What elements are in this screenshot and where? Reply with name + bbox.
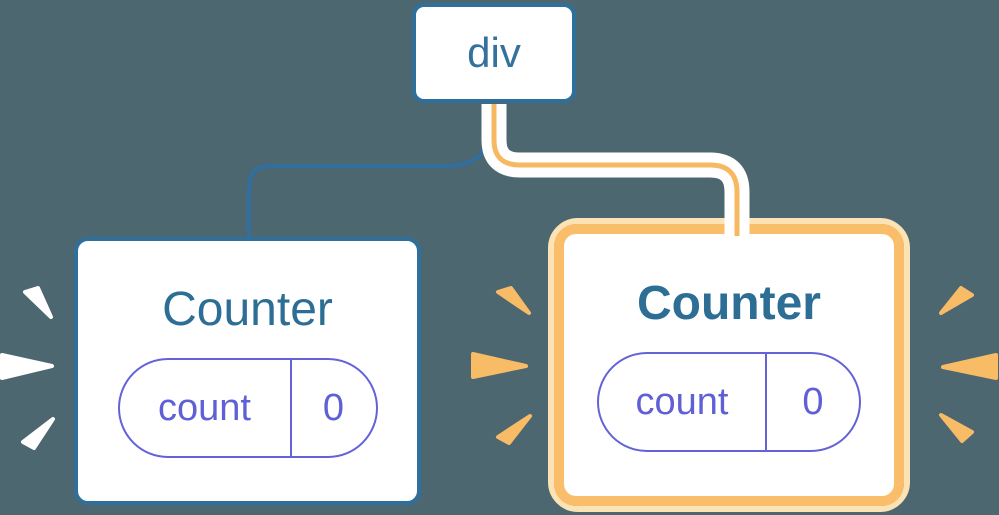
counter-card-left: Counter count 0 xyxy=(74,237,421,505)
sparkle-icon xyxy=(496,414,532,445)
counter-title-left: Counter xyxy=(162,283,333,336)
root-node-label: div xyxy=(467,29,521,76)
state-key-right: count xyxy=(635,380,729,423)
sparkle-icon xyxy=(939,413,974,443)
sparkle-icon xyxy=(939,286,974,315)
sparkle-icon xyxy=(496,286,531,315)
state-key-left: count xyxy=(158,386,251,429)
sparkle-icon xyxy=(941,353,998,380)
sparkle-icon xyxy=(21,417,55,450)
sparkle-burst-middle xyxy=(471,286,532,445)
sparkle-burst-right xyxy=(939,286,998,443)
sparkle-icon xyxy=(471,352,528,379)
tree-connector-right-casing xyxy=(481,104,750,236)
state-value-right: 0 xyxy=(765,354,859,450)
state-pill-right: count 0 xyxy=(597,352,861,452)
state-pill-left: count 0 xyxy=(117,358,378,458)
sparkle-burst-left xyxy=(0,286,55,450)
sparkle-icon xyxy=(0,353,54,380)
sparkle-icon xyxy=(23,286,53,319)
tree-connector-left xyxy=(247,103,494,241)
counter-card-right: Counter count 0 xyxy=(554,224,904,506)
counter-card-right-glow: Counter count 0 xyxy=(548,218,910,512)
counter-title-right: Counter xyxy=(637,277,821,330)
root-node: div xyxy=(412,3,576,103)
tree-connector-right xyxy=(491,104,740,236)
state-value-left: 0 xyxy=(289,360,376,456)
